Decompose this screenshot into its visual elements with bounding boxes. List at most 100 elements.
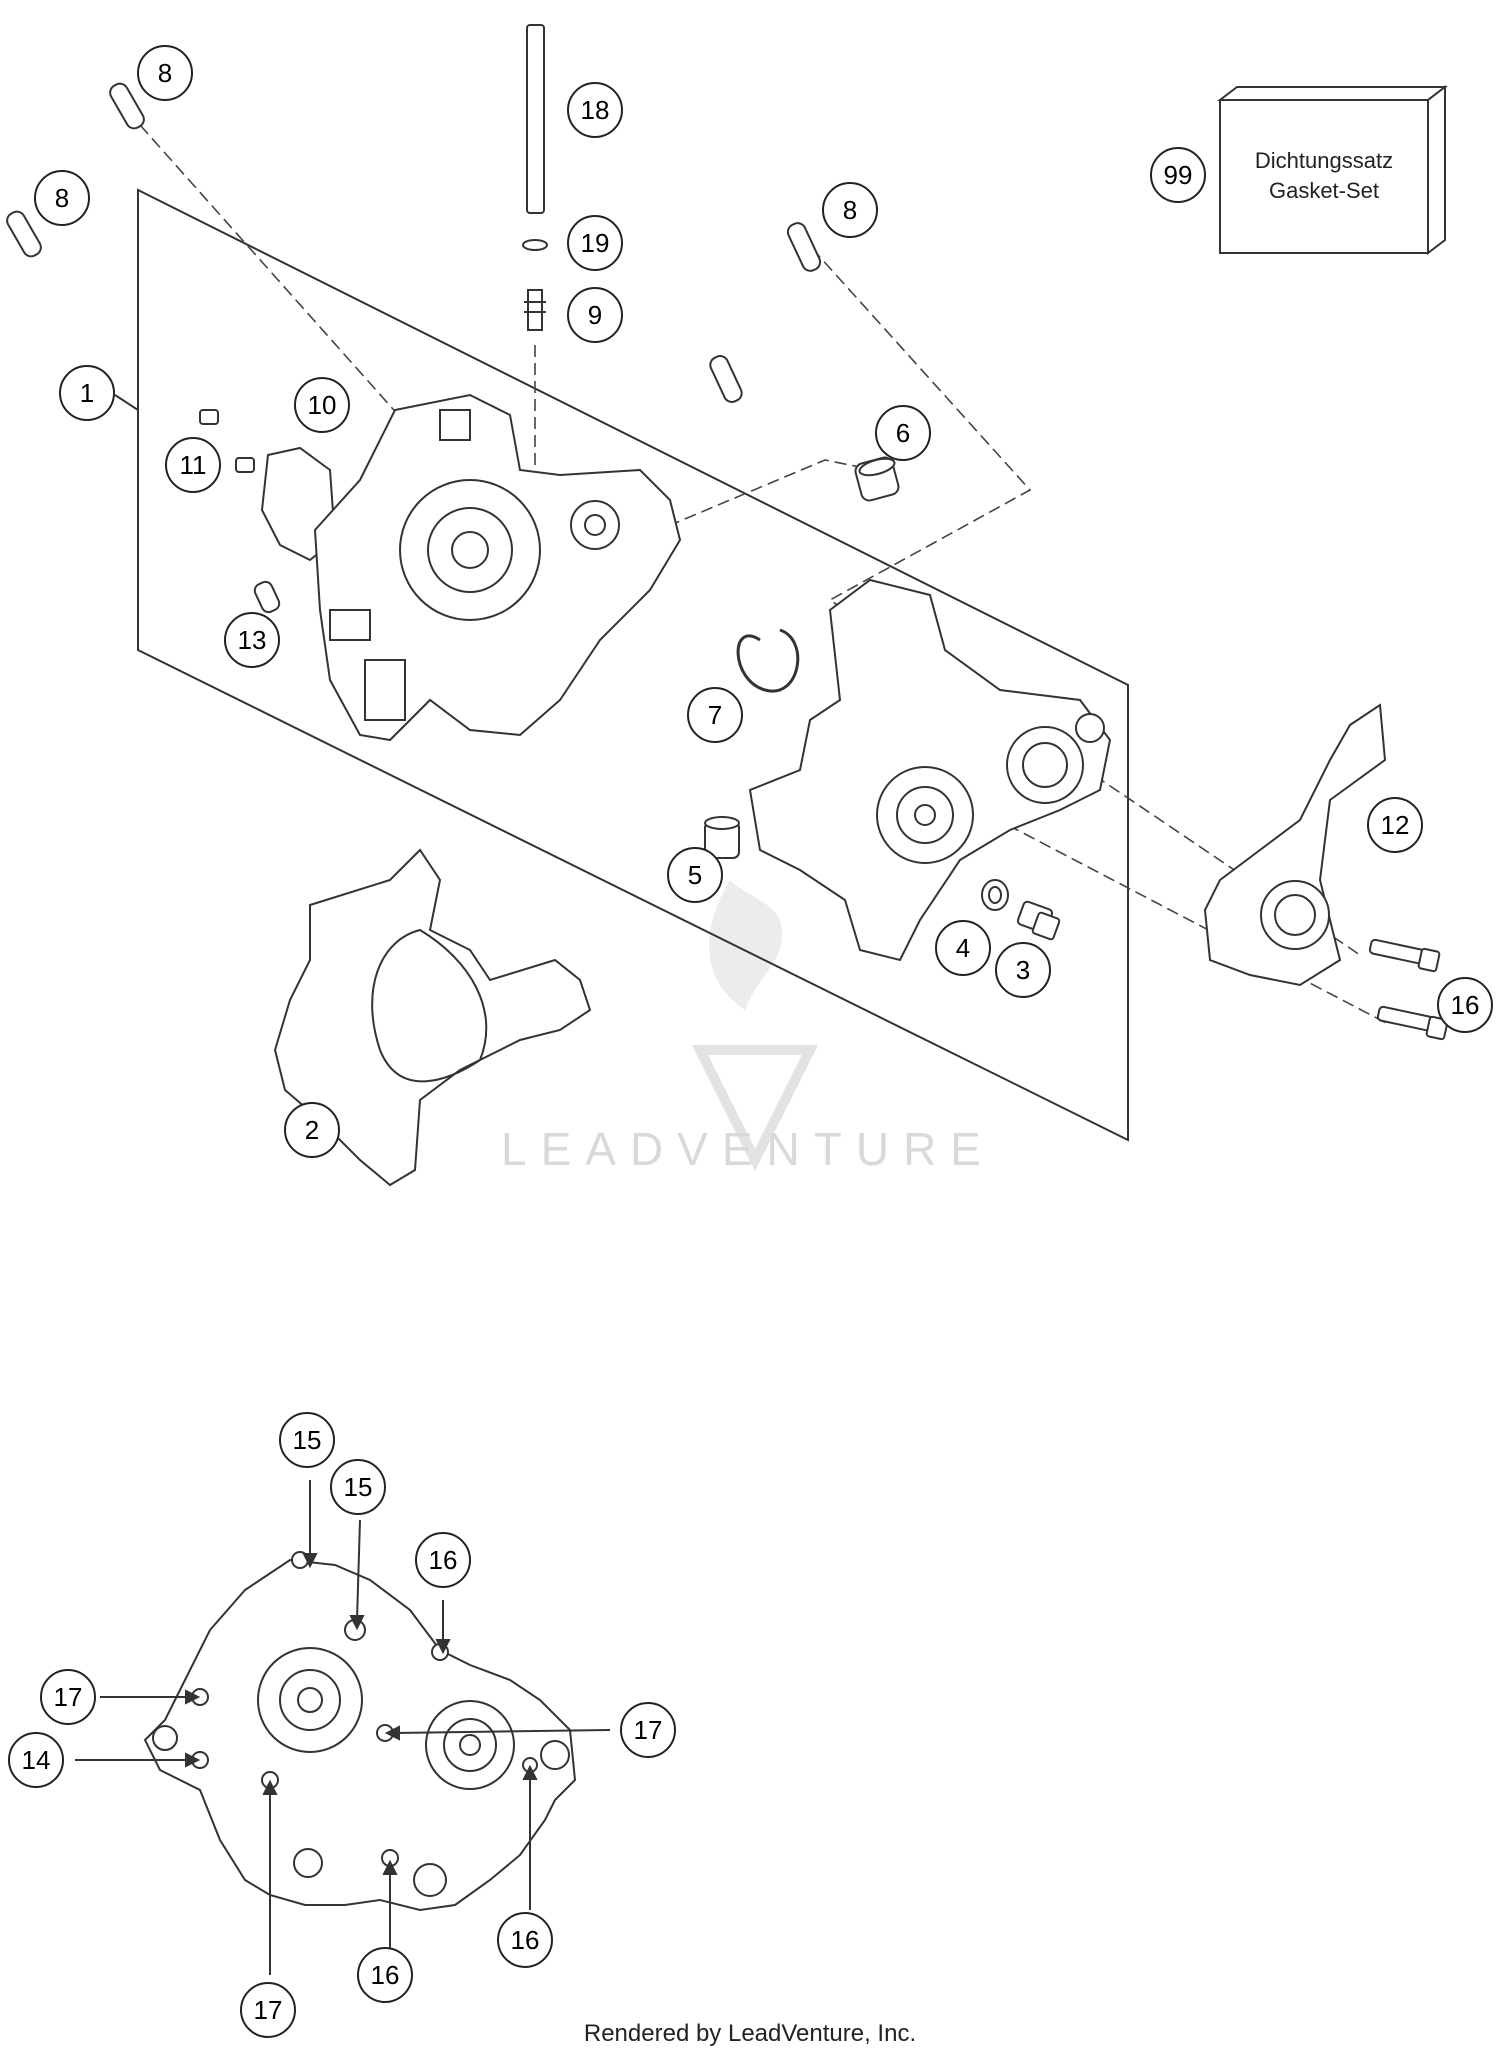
callout-label: 10: [308, 390, 337, 420]
callout-label: 6: [896, 418, 910, 448]
callout-label: 2: [305, 1115, 319, 1145]
callout-label: 7: [708, 700, 722, 730]
callout-7: 7: [687, 687, 743, 743]
callout-label: 16: [371, 1960, 400, 1990]
dowel-pin-part-8: [6, 82, 822, 614]
callout-circle: [497, 1912, 553, 1968]
callout-circle: [567, 215, 623, 271]
watermark-text: LEADVENTURE: [501, 1123, 995, 1175]
callout-label: 17: [634, 1715, 663, 1745]
lower-arrows: [75, 1480, 611, 1975]
callout-circle: [567, 287, 623, 343]
callout-label: 17: [254, 1995, 283, 2025]
callout-circle: [40, 1669, 96, 1725]
callout-17: 17: [40, 1669, 96, 1725]
callout-circle: [59, 365, 115, 421]
callout-circle: [667, 847, 723, 903]
callout-label: 4: [956, 933, 970, 963]
callout-15: 15: [279, 1412, 335, 1468]
callout-circle: [224, 612, 280, 668]
callout-6: 6: [875, 405, 931, 461]
callout-circle: [415, 1532, 471, 1588]
callout-circle: [687, 687, 743, 743]
callout-circle: [1437, 977, 1493, 1033]
callout-circle: [935, 920, 991, 976]
callout-16: 16: [415, 1532, 471, 1588]
callout-circle: [357, 1947, 413, 2003]
callout-label: 99: [1164, 160, 1193, 190]
callout-17: 17: [620, 1702, 676, 1758]
right-crankcase-half: [748, 578, 1112, 962]
callout-18: 18: [567, 82, 623, 138]
callout-circle: [620, 1702, 676, 1758]
callout-9: 9: [567, 287, 623, 343]
assembled-crankcase-view: [143, 1551, 577, 1912]
callout-8: 8: [34, 170, 90, 226]
callout-circle: [330, 1459, 386, 1515]
callout-label: 14: [22, 1745, 51, 1775]
callout-19: 19: [567, 215, 623, 271]
callout-circle: [284, 1102, 340, 1158]
callout-8: 8: [822, 182, 878, 238]
callout-circle: [279, 1412, 335, 1468]
left-crankcase-half: [313, 393, 682, 742]
callout-label: 11: [180, 450, 207, 480]
callout-circle: [165, 437, 221, 493]
callout-label: 18: [581, 95, 610, 125]
callout-12: 12: [1367, 797, 1423, 853]
callout-label: 19: [581, 228, 610, 258]
callout-circle: [1367, 797, 1423, 853]
callout-label: 1: [80, 378, 94, 408]
callout-2: 2: [284, 1102, 340, 1158]
sleeve-part-5: [704, 816, 740, 859]
drain-plug-part-3: [1016, 900, 1061, 941]
callout-13: 13: [224, 612, 280, 668]
callout-label: 15: [344, 1472, 373, 1502]
callout-11: 11: [165, 437, 221, 493]
callout-15: 15: [330, 1459, 386, 1515]
callout-circle: [875, 405, 931, 461]
callout-circle: [8, 1732, 64, 1788]
screw-part-11: [199, 409, 255, 473]
callout-label: 16: [511, 1925, 540, 1955]
washer-part-19: [522, 239, 548, 251]
callout-circle: [137, 45, 193, 101]
callout-99: 99: [1150, 147, 1206, 203]
bracket-part-12: [1203, 703, 1387, 987]
gasket-set-line-1: Dichtungssatz: [1255, 148, 1393, 173]
callout-16: 16: [357, 1947, 413, 2003]
dowel-rod-part-18: [526, 24, 545, 214]
callout-label: 12: [1381, 810, 1410, 840]
circlip-part-7: [736, 628, 800, 693]
callout-1: 1: [59, 365, 115, 421]
callout-label: 17: [54, 1682, 83, 1712]
callout-circle: [294, 377, 350, 433]
callout-5: 5: [667, 847, 723, 903]
callout-16: 16: [1437, 977, 1493, 1033]
assembly-frame: [137, 188, 1129, 1142]
callout-circle: [567, 82, 623, 138]
bushing-part-6: [854, 456, 900, 502]
callout-label: 13: [238, 625, 267, 655]
callout-14: 14: [8, 1732, 64, 1788]
bolt-part-16: [1368, 938, 1449, 1041]
gasket-set-line-2: Gasket-Set: [1269, 178, 1379, 203]
callout-3: 3: [995, 942, 1051, 998]
callout-label: 8: [158, 58, 172, 88]
callout-circle: [995, 942, 1051, 998]
footer-credit: Rendered by LeadVenture, Inc.: [583, 2020, 917, 2047]
callout-circle: [822, 182, 878, 238]
callout-label: 16: [429, 1545, 458, 1575]
callout-label: 15: [293, 1425, 322, 1455]
callout-8: 8: [137, 45, 193, 101]
callout-circle: [240, 1982, 296, 2038]
callout-circle: [34, 170, 90, 226]
callout-10: 10: [294, 377, 350, 433]
nipple-part-9: [524, 289, 546, 331]
callout-label: 9: [588, 300, 602, 330]
callout-label: 8: [55, 183, 69, 213]
callout-17: 17: [240, 1982, 296, 2038]
callout-circle: [1150, 147, 1206, 203]
